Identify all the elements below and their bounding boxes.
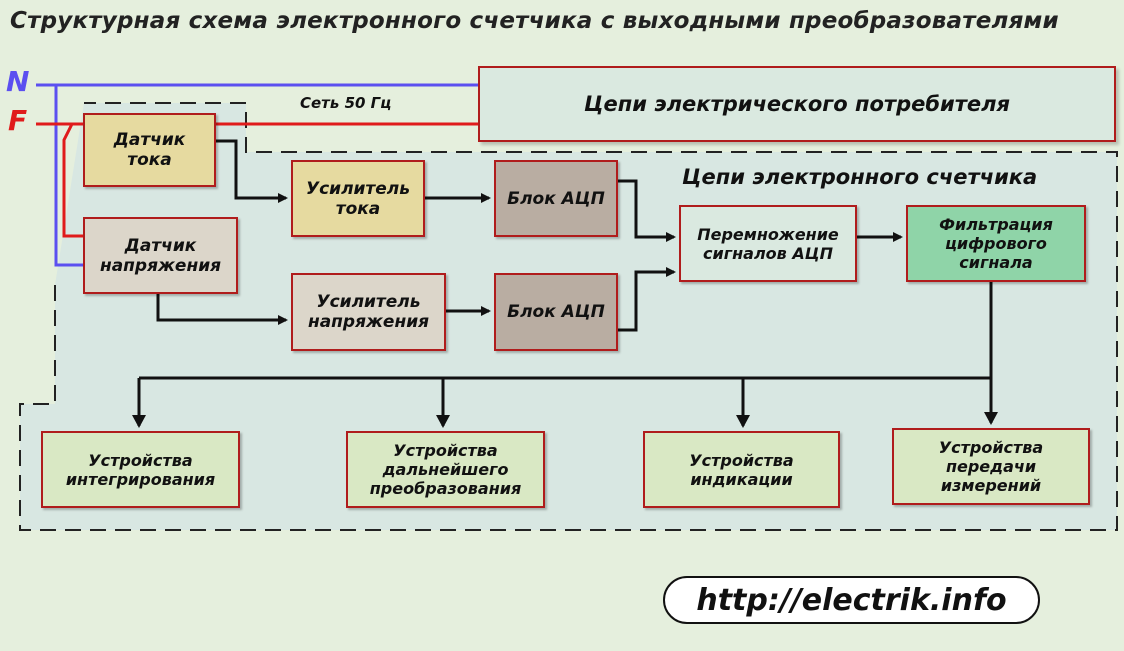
phase-wire-label: F (8, 104, 28, 137)
website-watermark: http://electrik.info (663, 576, 1040, 624)
meter-region-title: Цепи электронного счетчика (682, 165, 1038, 189)
consumer-circuits-block: Цепи электрического потребителя (478, 66, 1116, 142)
multiplication-block: Перемножение сигналов АЦП (679, 205, 857, 282)
link-adc-bottom-to-mult (617, 267, 676, 332)
neutral-wire-label: N (6, 65, 30, 98)
voltage-amplifier-block: Усилитель напряжения (291, 273, 446, 351)
current-sensor-block: Датчик тока (83, 113, 216, 187)
adc-block-top: Блок АЦП (494, 160, 618, 237)
neutral-wire (36, 83, 480, 267)
output-bus (139, 282, 993, 380)
integration-devices-block: Устройства интегрирования (41, 431, 240, 508)
link-current-sensor-to-amp (215, 139, 288, 203)
current-amplifier-block: Усилитель тока (291, 160, 425, 237)
link-voltage-sensor-to-amp (156, 293, 288, 325)
filter-block: Фильтрация цифрового сигнала (906, 205, 1086, 282)
indication-devices-block: Устройства индикации (643, 431, 840, 508)
transmission-devices-block: Устройства передачи измерений (892, 428, 1090, 505)
conversion-devices-block: Устройства дальнейшего преобразования (346, 431, 545, 508)
voltage-sensor-block: Датчик напряжения (83, 217, 238, 294)
adc-block-bottom: Блок АЦП (494, 273, 618, 351)
network-label: Сеть 50 Гц (300, 94, 392, 112)
diagram-title: Структурная схема электронного счетчика … (10, 8, 1059, 34)
link-adc-top-to-mult (617, 179, 676, 242)
